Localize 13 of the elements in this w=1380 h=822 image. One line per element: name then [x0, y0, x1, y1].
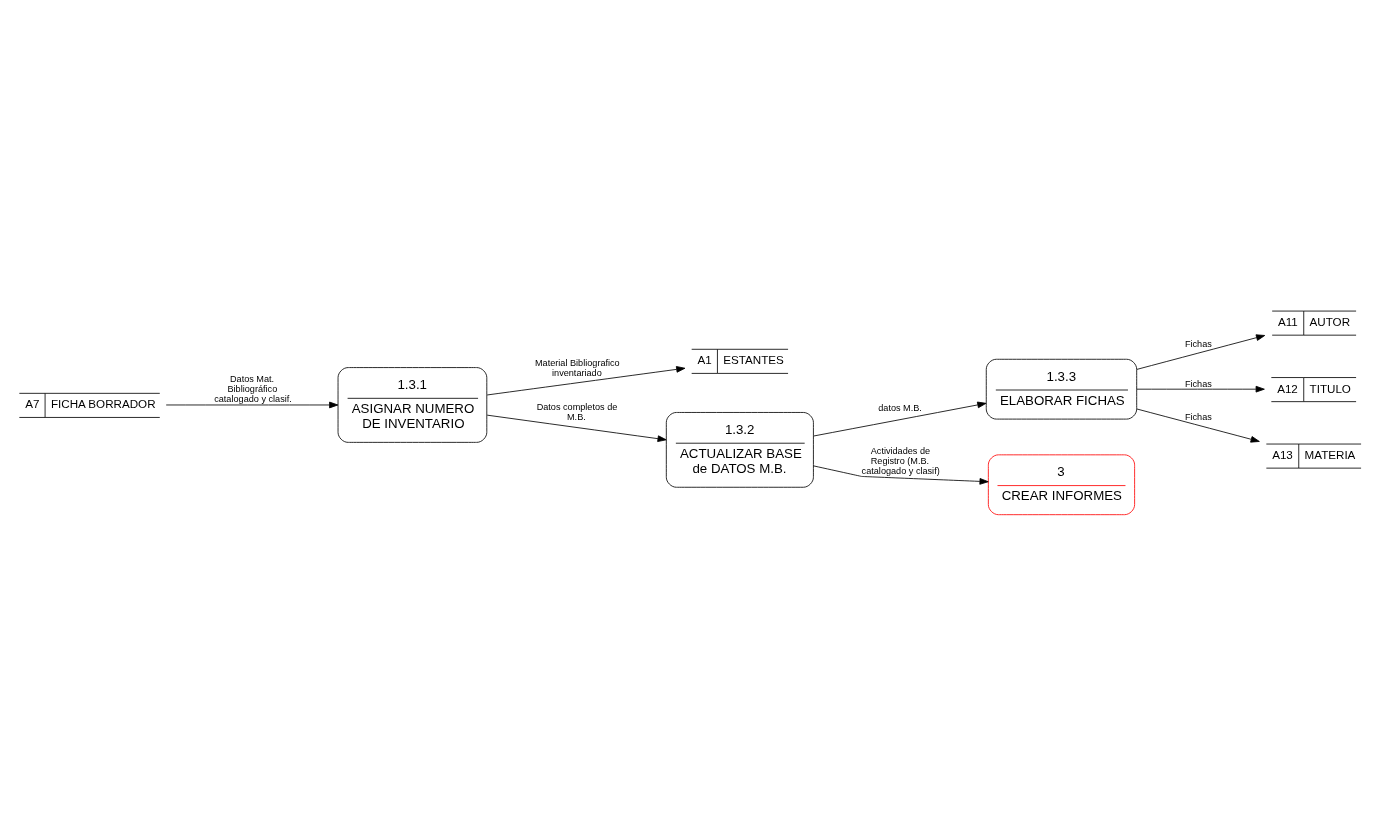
edge-label: Fichas: [1184, 378, 1212, 389]
edge-label: Actividades de Registro (M.B. catalogado y clasif): [861, 445, 940, 476]
node-text: A11 AUTOR: [1277, 315, 1351, 329]
node-text: A12 TITULO: [1277, 381, 1351, 395]
edge-label: Datos Mat. Bibliográfico catalogado y clasif.: [214, 374, 292, 405]
node-text: A13 MATERIA: [1272, 448, 1356, 462]
edge-label: Fichas: [1184, 339, 1212, 350]
edge-label: datos M.B.: [878, 403, 922, 414]
edge-label: Material Bibliografico inventariado: [535, 357, 620, 378]
node-text: A7 FICHA BORRADOR: [25, 397, 156, 411]
node-text: A1 ESTANTES: [697, 353, 784, 367]
edge-label: Fichas: [1184, 411, 1212, 422]
edge-label: Datos completos de M.B.: [536, 401, 618, 422]
